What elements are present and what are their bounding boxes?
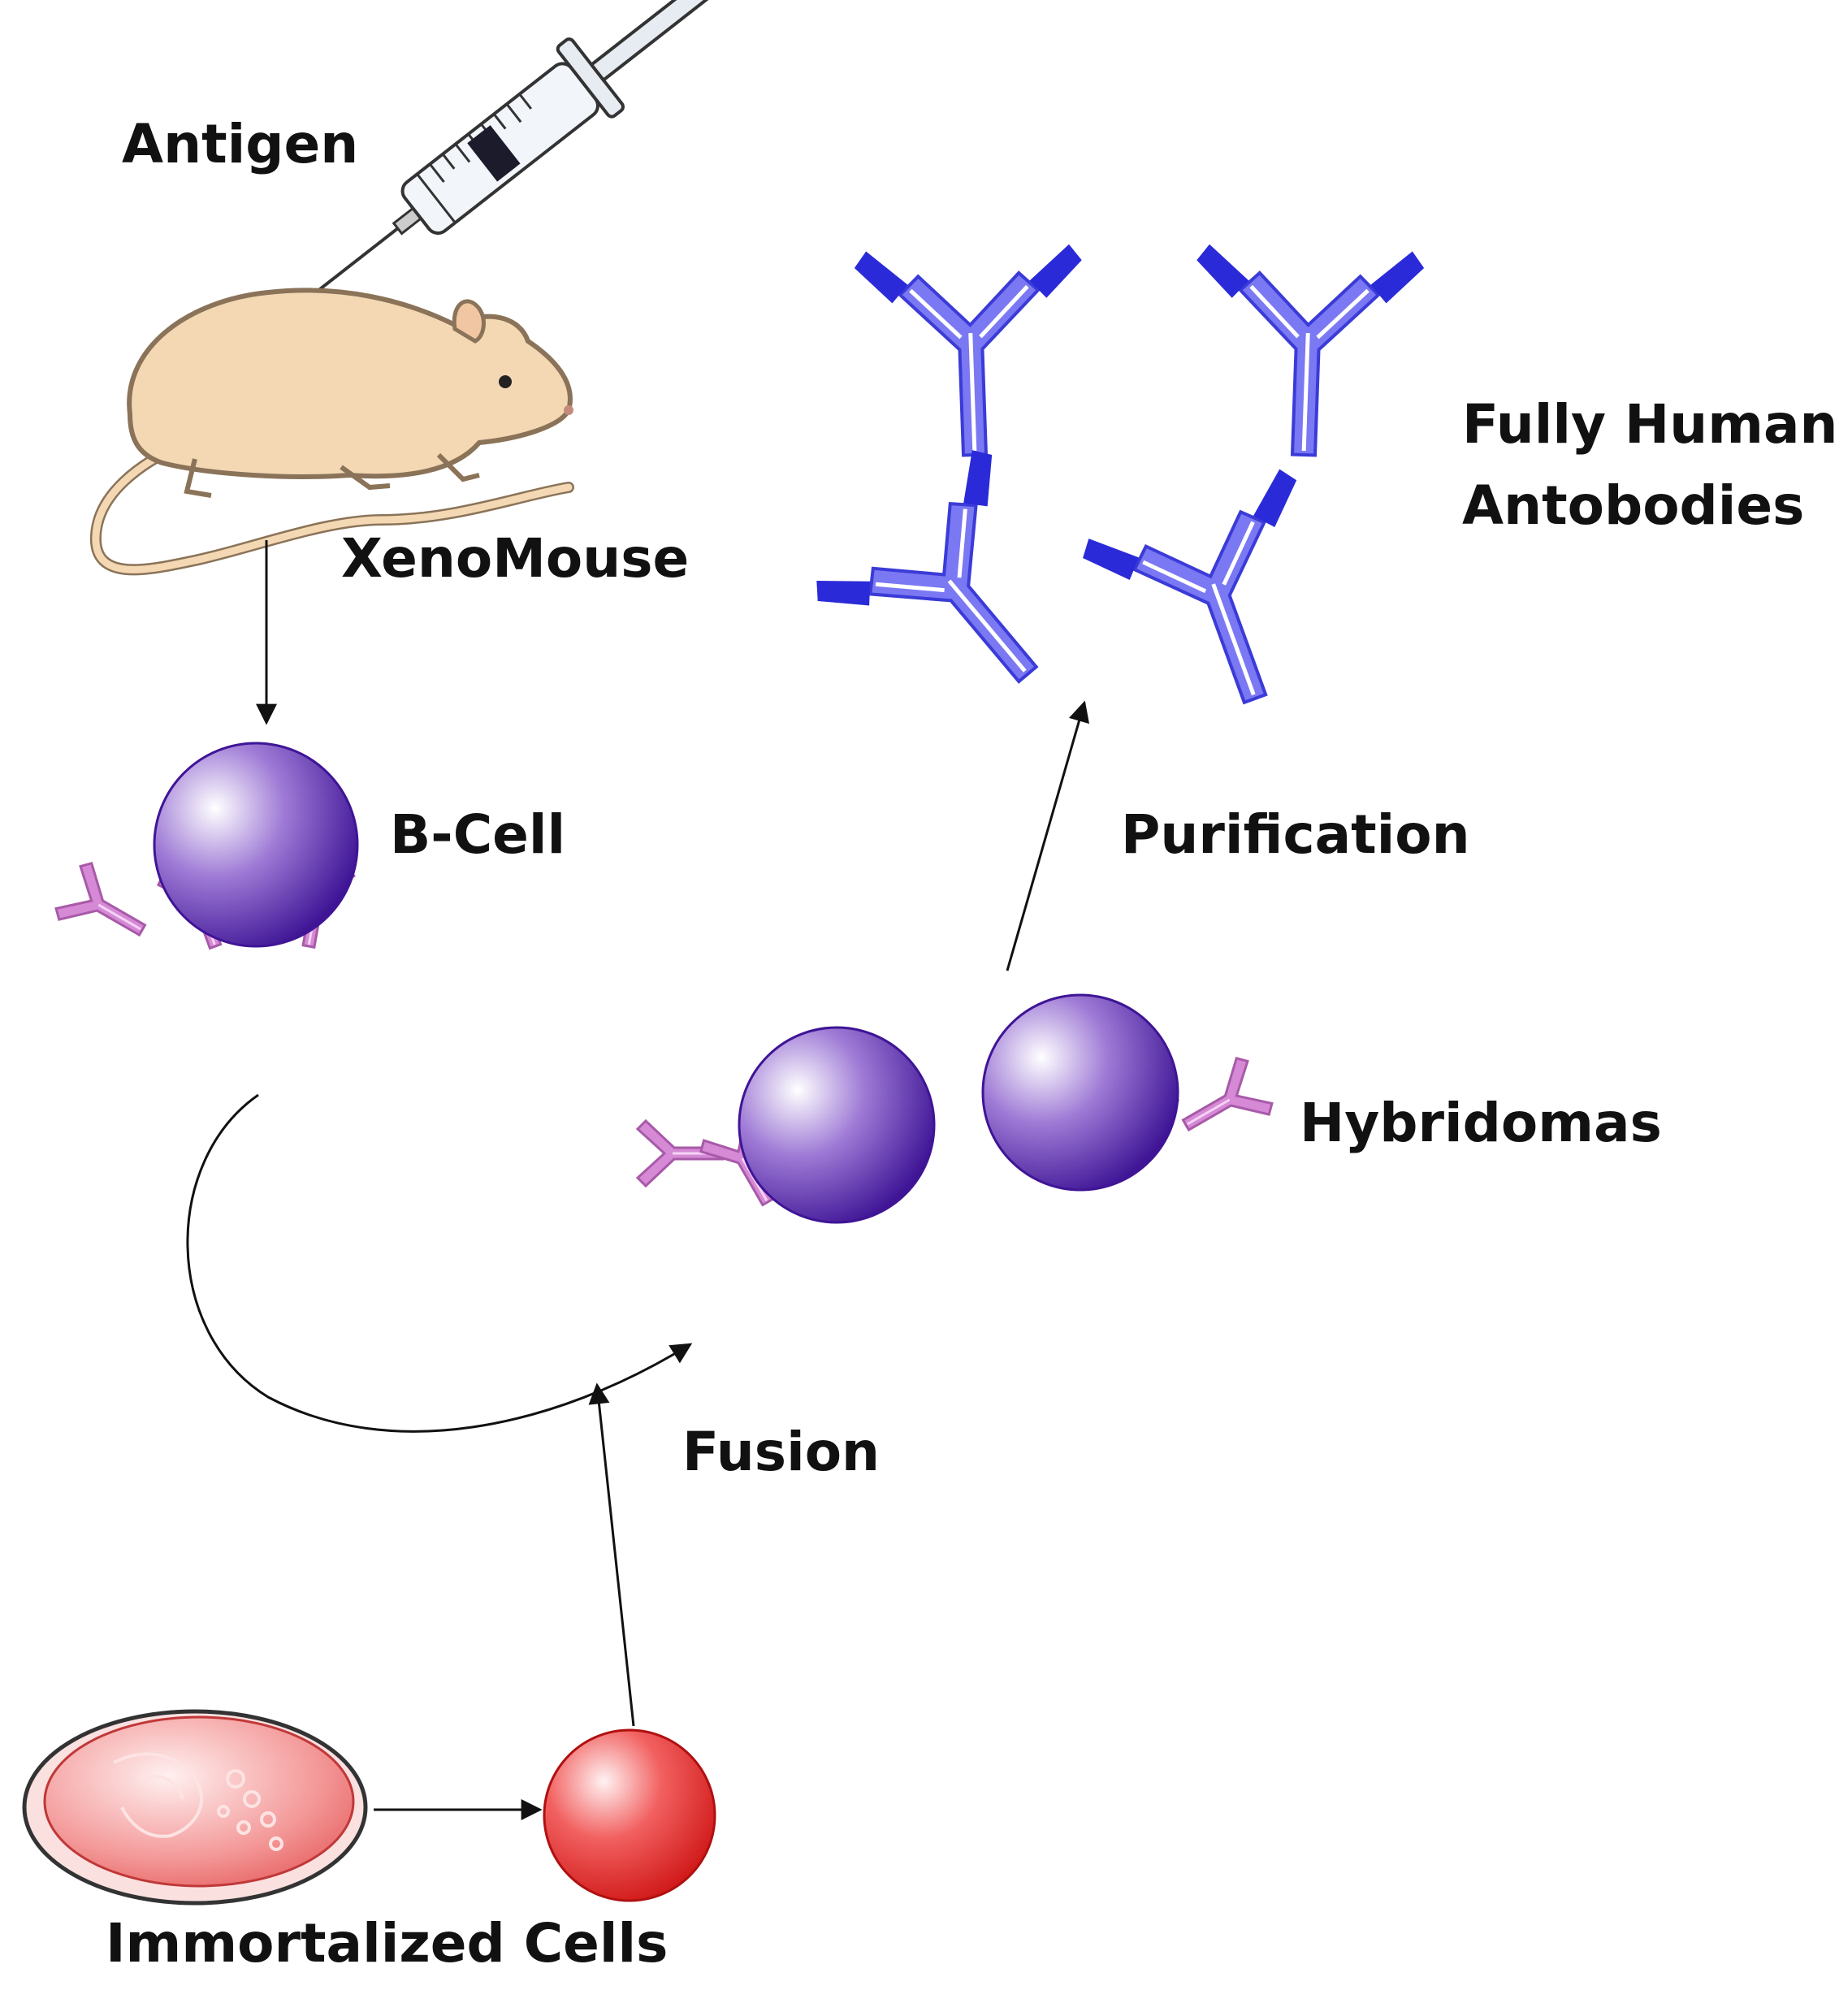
xenomouse-label: XenoMouse	[341, 527, 689, 590]
fully-human-label: Fully Human	[1462, 393, 1838, 456]
arrow-cell-to-fusion	[588, 1382, 635, 1727]
bcell-body	[153, 742, 359, 948]
hybridoma-cell-2	[981, 993, 1278, 1192]
petri-dish-icon	[22, 1709, 368, 1906]
antibody-icon	[854, 244, 1088, 459]
antigen-label: Antigen	[122, 113, 358, 175]
hybridomas-label: Hybridomas	[1300, 1092, 1662, 1154]
fusion-label: Fusion	[682, 1421, 880, 1483]
bcell	[50, 742, 359, 960]
mouse-icon	[89, 288, 574, 576]
antibodies-label: Antobodies	[1462, 474, 1804, 537]
hybridoma-cell-1	[636, 1026, 936, 1224]
arrow-fusion-curve	[186, 1093, 693, 1433]
purification-label: Purification	[1121, 803, 1470, 866]
myeloma-cell	[543, 1728, 716, 1902]
antibody-icon	[1190, 244, 1425, 459]
syringe-icon	[314, 0, 734, 295]
arrow-purification	[1006, 700, 1090, 971]
antibody-icon	[807, 443, 1114, 747]
antibody-icon	[1077, 465, 1361, 737]
immortalized-cells-label: Immortalized Cells	[106, 1912, 668, 1975]
bcell-label: B-Cell	[390, 803, 565, 866]
